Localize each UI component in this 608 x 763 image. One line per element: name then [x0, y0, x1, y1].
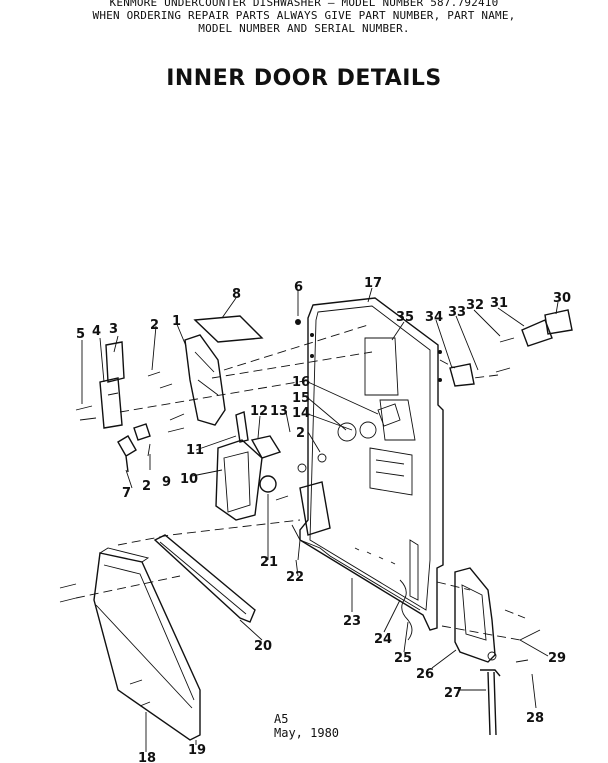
spring-24 — [399, 579, 413, 641]
callout-2-lower: 2 — [142, 479, 151, 494]
callout-35: 35 — [396, 310, 414, 325]
part-9 — [133, 423, 151, 441]
hinge-bracket — [454, 567, 501, 677]
callout-2: 2 — [150, 318, 159, 333]
callout-7: 7 — [122, 486, 131, 501]
header-model-line: KENMORE UNDERCOUNTER DISHWASHER – MODEL … — [109, 0, 499, 9]
callout-3: 3 — [109, 322, 118, 337]
callout-29: 29 — [548, 651, 566, 666]
callout-21: 21 — [260, 555, 278, 570]
part-11-pin — [235, 411, 249, 443]
hinge-assembly-left — [99, 341, 125, 429]
parts-30-to-34 — [449, 309, 573, 387]
callout-24: 24 — [374, 632, 392, 647]
callout-34: 34 — [425, 310, 443, 325]
callout-27: 27 — [444, 686, 462, 701]
rod-27 — [487, 671, 497, 736]
callout-20: 20 — [254, 639, 272, 654]
callout-4: 4 — [92, 324, 101, 339]
part-21-knob — [259, 475, 277, 493]
callout-10: 10 — [180, 472, 198, 487]
callout-6: 6 — [294, 280, 303, 295]
inner-door-panel — [299, 297, 444, 631]
part-12-block — [250, 435, 282, 459]
callout-15: 15 — [292, 391, 310, 406]
cord-7 — [117, 435, 137, 473]
header-ordering-line: WHEN ORDERING REPAIR PARTS ALWAYS GIVE P… — [92, 9, 516, 22]
revision-date: May, 1980 — [274, 726, 340, 740]
callout-23: 23 — [343, 614, 361, 629]
callout-22: 22 — [286, 570, 304, 585]
callout-11: 11 — [186, 443, 204, 458]
header-serial-line: MODEL NUMBER AND SERIAL NUMBER. — [198, 22, 410, 35]
revision-code: A5 — [274, 712, 289, 726]
revision-note: A5 May, 1980 — [274, 712, 339, 740]
callout-1: 1 — [172, 314, 181, 329]
leader-lines — [81, 287, 559, 752]
screws — [59, 319, 541, 707]
callout-8: 8 — [232, 287, 241, 302]
callout-26: 26 — [416, 667, 434, 682]
callout-2-door: 2 — [296, 426, 305, 441]
callout-14: 14 — [292, 406, 310, 421]
callout-33: 33 — [448, 305, 466, 320]
callout-19: 19 — [188, 743, 206, 758]
callout-12: 12 — [250, 404, 268, 419]
callout-17: 17 — [364, 276, 382, 291]
callout-30: 30 — [553, 291, 571, 306]
callout-9: 9 — [162, 475, 171, 490]
callout-16: 16 — [292, 375, 310, 390]
trim-strip — [153, 534, 256, 623]
interlock-switch — [291, 481, 331, 561]
callout-25: 25 — [394, 651, 412, 666]
latch-bracket — [184, 334, 226, 426]
alignment-lines — [75, 324, 526, 641]
callout-31: 31 — [490, 296, 508, 311]
door-latch-handle — [215, 439, 263, 521]
lower-panel — [93, 547, 201, 741]
callout-18: 18 — [138, 751, 156, 763]
callout-28: 28 — [526, 711, 544, 726]
callout-32: 32 — [466, 298, 484, 313]
plate-8 — [193, 315, 264, 343]
callout-5: 5 — [76, 327, 85, 342]
callout-13: 13 — [270, 404, 288, 419]
latch-parts-14-16 — [297, 403, 401, 473]
page-title: INNER DOOR DETAILS — [166, 66, 442, 91]
